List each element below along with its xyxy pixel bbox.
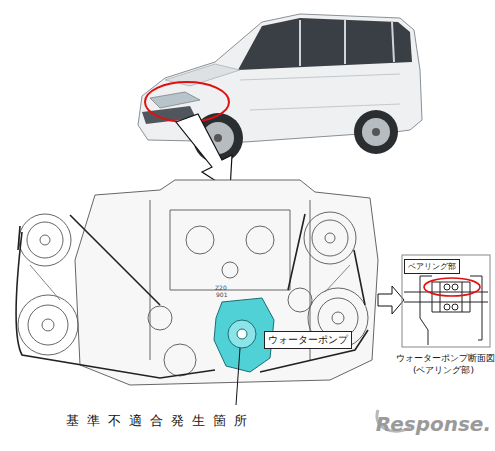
watermark: Response.	[376, 412, 491, 436]
pointer-arrow	[176, 114, 232, 190]
engine-marking: 901	[216, 291, 227, 298]
pump-cross-section	[402, 255, 490, 347]
engine-marking: Z20	[215, 284, 227, 291]
label-text: ウォーターポンプ	[268, 333, 348, 347]
pointer-arrow	[378, 286, 404, 314]
car	[138, 14, 422, 163]
part-label-box: ベアリング部	[404, 259, 460, 274]
part-label-box: ウォーターポンプ	[264, 331, 352, 349]
leader-line	[236, 348, 240, 405]
location-label: 基準不適合発生箇所	[66, 412, 255, 430]
caption-text: ウォーターポンプ断面図 (ベアリング部)	[396, 352, 491, 376]
label-text: ベアリング部	[408, 261, 456, 272]
engine	[16, 180, 378, 385]
